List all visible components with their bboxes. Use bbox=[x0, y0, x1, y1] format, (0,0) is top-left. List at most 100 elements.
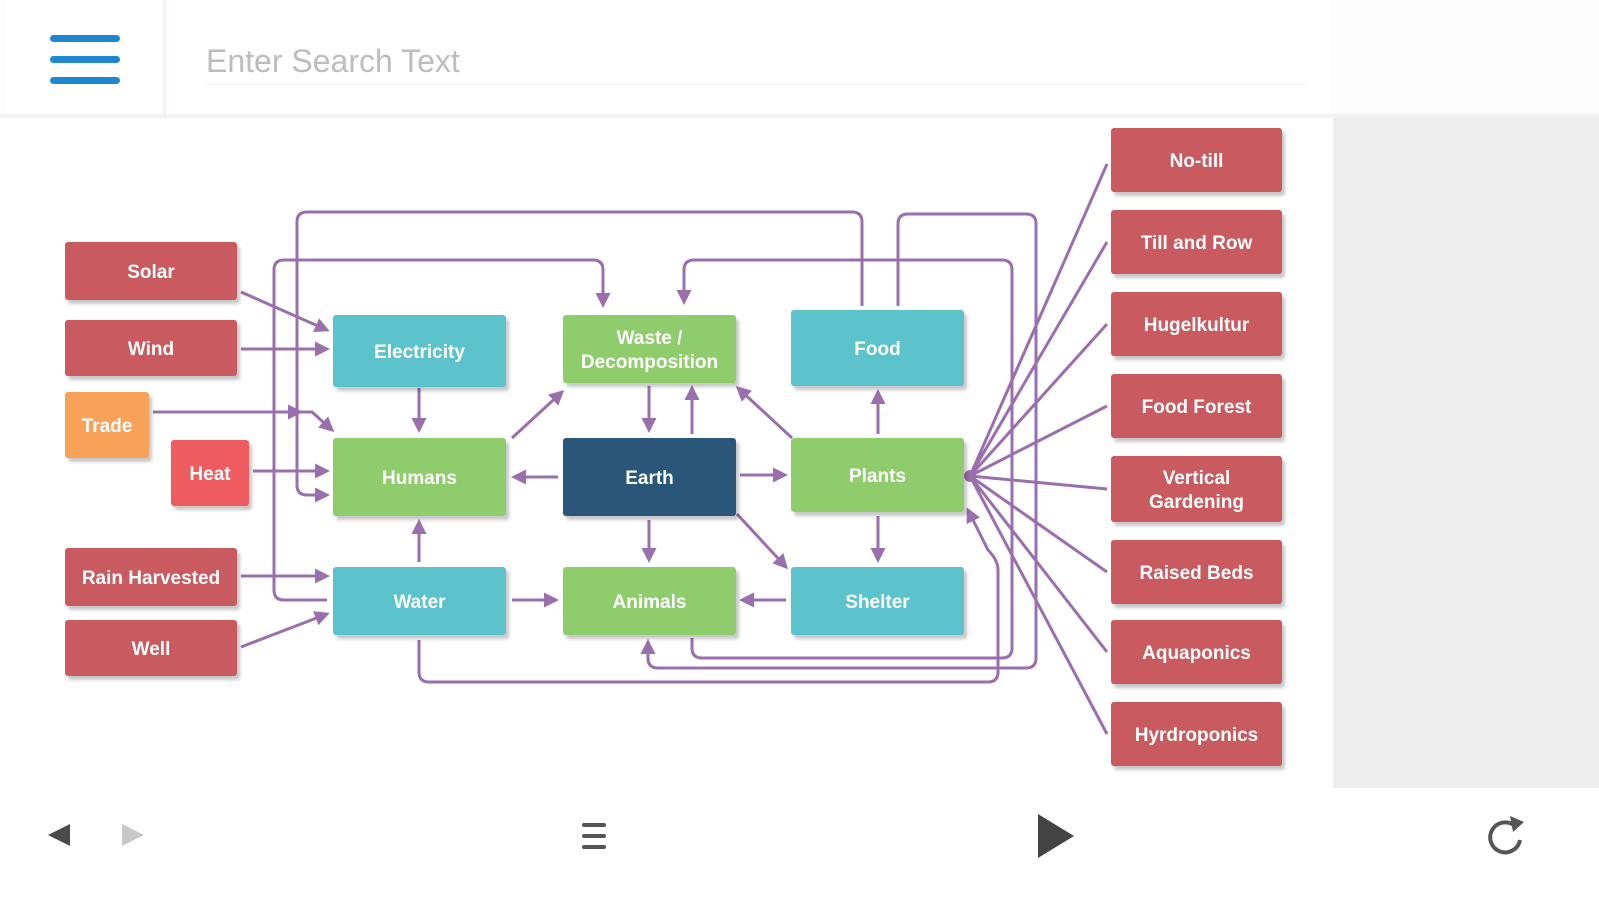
node-box bbox=[563, 438, 736, 516]
node-box bbox=[1111, 540, 1282, 604]
edge-hydroponics-plants bbox=[968, 475, 1109, 735]
node-shelter[interactable]: Shelter bbox=[791, 567, 964, 635]
node-box bbox=[791, 567, 964, 635]
edge-hugel-plants bbox=[968, 322, 1109, 478]
node-label: Rain Harvested bbox=[82, 568, 220, 589]
node-rain[interactable]: Rain Harvested bbox=[65, 548, 237, 606]
edge-solar-electricity bbox=[240, 290, 330, 333]
node-box bbox=[1111, 702, 1282, 766]
node-label: Water bbox=[393, 592, 446, 613]
edge-animals-plants bbox=[690, 476, 1014, 660]
edge-food-humans bbox=[295, 210, 864, 503]
node-label: Solar bbox=[127, 262, 175, 283]
edge-humans-waste bbox=[510, 389, 565, 440]
node-box bbox=[65, 242, 237, 300]
edge-tillrow-plants bbox=[968, 241, 1109, 477]
node-box bbox=[171, 440, 249, 506]
node-label: Raised Beds bbox=[1139, 563, 1253, 584]
play-icon bbox=[1038, 814, 1074, 858]
node-label: Hyrdroponics bbox=[1135, 725, 1259, 746]
node-hugel[interactable]: Hugelkultur bbox=[1111, 292, 1282, 356]
node-box bbox=[65, 548, 237, 606]
connectors bbox=[153, 163, 1109, 735]
node-well[interactable]: Well bbox=[65, 620, 237, 676]
node-label: Food Forest bbox=[1142, 397, 1252, 418]
previous-arrow-icon bbox=[48, 824, 70, 846]
node-label: Food bbox=[854, 339, 900, 360]
node-raised[interactable]: Raised Beds bbox=[1111, 540, 1282, 604]
node-label: Humans bbox=[382, 468, 457, 489]
edge-water-plants bbox=[417, 507, 1000, 684]
node-label: Till and Row bbox=[1141, 233, 1253, 254]
node-humans[interactable]: Humans bbox=[333, 438, 506, 516]
node-label: Trade bbox=[82, 416, 133, 437]
edge-foodforest-plants bbox=[969, 404, 1108, 478]
node-trade[interactable]: Trade bbox=[65, 392, 149, 458]
node-water[interactable]: Water bbox=[333, 567, 506, 635]
edge-vertical-plants bbox=[969, 474, 1108, 491]
node-foodforest[interactable]: Food Forest bbox=[1111, 374, 1282, 438]
node-label: No-till bbox=[1170, 151, 1224, 172]
menu-button[interactable] bbox=[6, 0, 166, 114]
node-label: Plants bbox=[849, 466, 906, 487]
node-box bbox=[65, 392, 149, 458]
node-box bbox=[1111, 374, 1282, 438]
top-bar bbox=[0, 0, 1599, 118]
node-label: Decomposition bbox=[581, 352, 718, 373]
node-label: Shelter bbox=[845, 592, 910, 613]
node-box bbox=[1111, 210, 1282, 274]
node-box bbox=[791, 438, 964, 512]
node-notill[interactable]: No-till bbox=[1111, 128, 1282, 192]
node-box bbox=[65, 320, 237, 376]
list-button[interactable] bbox=[580, 820, 610, 857]
node-aquaponics[interactable]: Aquaponics bbox=[1111, 620, 1282, 684]
list-icon bbox=[582, 823, 606, 849]
plants-connector-hub bbox=[964, 470, 976, 482]
edge-trade-humans bbox=[300, 410, 335, 433]
search-area bbox=[170, 0, 1330, 114]
node-earth[interactable]: Earth bbox=[563, 438, 736, 516]
node-food[interactable]: Food bbox=[791, 310, 964, 386]
node-animals[interactable]: Animals bbox=[563, 567, 736, 635]
node-label: Wind bbox=[128, 339, 174, 360]
node-label: Waste / bbox=[617, 328, 684, 349]
play-button[interactable] bbox=[1034, 812, 1078, 865]
node-label: Earth bbox=[625, 468, 674, 489]
edge-well-water bbox=[240, 611, 330, 649]
node-box bbox=[65, 620, 237, 676]
reload-button[interactable] bbox=[1480, 810, 1530, 869]
node-box bbox=[563, 567, 736, 635]
edge-aquaponics-plants bbox=[968, 475, 1109, 653]
node-label: Well bbox=[132, 639, 171, 660]
node-box bbox=[1111, 128, 1282, 192]
edge-notill-plants bbox=[968, 163, 1109, 477]
next-arrow-icon bbox=[122, 824, 144, 846]
previous-button[interactable] bbox=[44, 820, 74, 855]
node-box bbox=[1111, 456, 1282, 522]
node-tillrow[interactable]: Till and Row bbox=[1111, 210, 1282, 274]
node-label: Animals bbox=[613, 592, 687, 613]
node-box bbox=[791, 310, 964, 386]
node-wind[interactable]: Wind bbox=[65, 320, 237, 376]
node-box bbox=[333, 567, 506, 635]
node-heat[interactable]: Heat bbox=[171, 440, 249, 506]
node-electricity[interactable]: Electricity bbox=[333, 315, 506, 387]
next-button[interactable] bbox=[118, 820, 148, 855]
node-label: Aquaponics bbox=[1142, 643, 1251, 664]
node-hydroponics[interactable]: Hyrdroponics bbox=[1111, 702, 1282, 766]
node-waste[interactable]: Waste / Decomposition bbox=[563, 315, 736, 383]
node-solar[interactable]: Solar bbox=[65, 242, 237, 300]
node-label: Heat bbox=[189, 464, 231, 485]
reload-icon bbox=[1488, 816, 1524, 855]
node-plants[interactable]: Plants bbox=[791, 438, 964, 512]
node-label: Electricity bbox=[374, 342, 465, 363]
search-input[interactable] bbox=[206, 38, 1306, 85]
edge-raised-plants bbox=[969, 474, 1108, 574]
node-box bbox=[1111, 620, 1282, 684]
edge-water-waste bbox=[272, 258, 611, 602]
node-label: Gardening bbox=[1149, 492, 1244, 513]
